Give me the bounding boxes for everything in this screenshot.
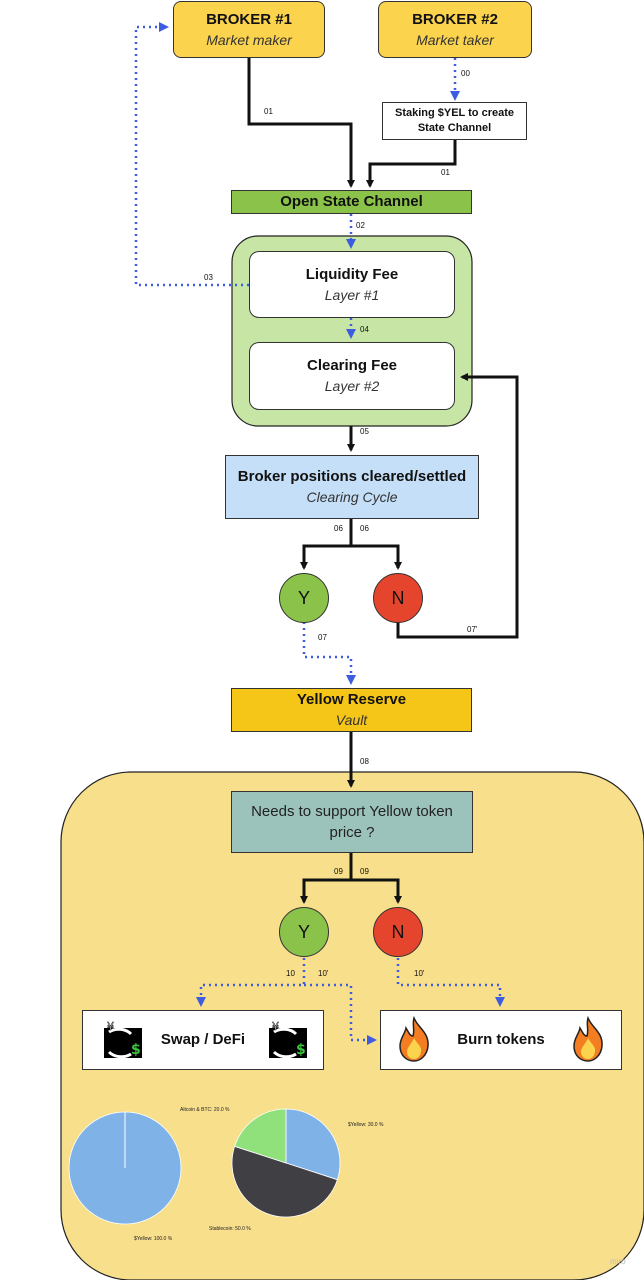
clearing-fee-subtitle: Layer #2: [324, 378, 380, 394]
decision1-yes-node[interactable]: Y: [279, 573, 329, 623]
step-label-09: 09: [334, 867, 343, 876]
broker2-title: BROKER #2: [412, 10, 498, 28]
support-question-text: Needs to support Yellow token price ?: [251, 803, 453, 841]
clearing-fee-box[interactable]: Clearing Fee Layer #2: [249, 342, 455, 410]
arrow-01-staking: [366, 140, 457, 188]
liquidity-fee-box[interactable]: Liquidity Fee Layer #1: [249, 251, 455, 318]
arrow-06-yes: [300, 519, 353, 570]
svg-text:¥: ¥: [107, 1020, 114, 1033]
pie-chart-right: [231, 1108, 341, 1218]
open-state-channel-text: Open State Channel: [280, 193, 423, 210]
svg-text:$: $: [296, 1042, 306, 1058]
decision1-no-node[interactable]: N: [373, 573, 423, 623]
broker2-subtitle: Market taker: [416, 31, 494, 48]
liquidity-fee-subtitle: Layer #1: [324, 286, 380, 303]
broker2-box[interactable]: BROKER #2 Market taker: [378, 1, 532, 58]
pie-right-label-yellow: $Yellow: 30.0 %: [348, 1122, 384, 1128]
staking-text: Staking $YEL to create State Channel: [394, 107, 514, 134]
fire-icon: [573, 1016, 603, 1062]
watermark: miro: [610, 1257, 626, 1266]
step-label-00: 00: [461, 69, 470, 78]
broker-positions-title: Broker positions cleared/settled: [237, 468, 467, 485]
broker1-box[interactable]: BROKER #1 Market maker: [173, 1, 325, 58]
step-label-09: 09: [360, 867, 369, 876]
pie-right-label-stablecoin: Stablecoin: 50.0 %: [209, 1226, 251, 1232]
arrow-09-no: [351, 878, 402, 904]
arrow-07: [302, 622, 356, 685]
burn-tokens-text: Burn tokens: [457, 1031, 545, 1048]
exchange-icon: ¥ $: [269, 1020, 307, 1059]
step-label-04: 04: [360, 325, 369, 334]
step-label-03: 03: [204, 273, 213, 282]
step-label-10-prime: 10': [414, 969, 425, 978]
decision2-no-node[interactable]: N: [373, 907, 423, 957]
svg-text:$: $: [131, 1042, 141, 1058]
step-label-06: 06: [334, 524, 343, 533]
step-label-10: 10: [286, 969, 295, 978]
broker1-title: BROKER #1: [206, 10, 292, 28]
step-label-08: 08: [360, 757, 369, 766]
step-label-02: 02: [356, 221, 365, 230]
yellow-reserve-box[interactable]: Yellow Reserve Vault: [231, 688, 472, 732]
yellow-reserve-subtitle: Vault: [335, 712, 368, 728]
broker1-subtitle: Market maker: [206, 31, 292, 48]
arrow-09-yes: [300, 853, 353, 904]
step-label-06: 06: [360, 524, 369, 533]
step-label-05: 05: [360, 427, 369, 436]
arrow-10: [196, 958, 306, 1007]
swap-defi-text: Swap / DeFi: [160, 1031, 246, 1048]
pie-left-label-yellow: $Yellow: 100.0 %: [134, 1236, 173, 1242]
step-label-07: 07: [318, 633, 327, 642]
pie-chart-left: [68, 1111, 182, 1225]
arrow-03: [134, 22, 249, 287]
exchange-icon: ¥ $: [104, 1020, 142, 1059]
fire-icon: [399, 1016, 429, 1062]
decision2-yes-node[interactable]: Y: [279, 907, 329, 957]
step-label-01: 01: [441, 168, 450, 177]
staking-box[interactable]: Staking $YEL to create State Channel: [382, 102, 527, 140]
step-label-07-prime: 07': [467, 625, 478, 634]
step-label-10-prime: 10': [318, 969, 329, 978]
arrow-10p-b: [396, 958, 505, 1007]
broker-positions-subtitle: Clearing Cycle: [306, 489, 398, 505]
arrow-01-broker1: [247, 58, 355, 188]
pie-right-slice-0: [285, 1108, 341, 1181]
broker-positions-box[interactable]: Broker positions cleared/settled Clearin…: [225, 455, 479, 519]
liquidity-fee-title: Liquidity Fee: [305, 265, 399, 283]
pie-right-slice-2: [234, 1108, 287, 1164]
arrow-07p: [396, 373, 519, 639]
step-label-01: 01: [264, 107, 273, 116]
svg-text:¥: ¥: [272, 1020, 279, 1033]
clearing-fee-title: Clearing Fee: [306, 357, 398, 374]
open-state-channel-box[interactable]: Open State Channel: [231, 190, 472, 214]
support-question-box[interactable]: Needs to support Yellow token price ?: [231, 791, 473, 853]
pie-right-slice-1: [231, 1145, 338, 1218]
yellow-reserve-title: Yellow Reserve: [296, 691, 407, 708]
pie-right-label-altcoin: Altcoin & BTC: 20.0 %: [180, 1107, 230, 1113]
arrow-06-no: [351, 544, 402, 570]
